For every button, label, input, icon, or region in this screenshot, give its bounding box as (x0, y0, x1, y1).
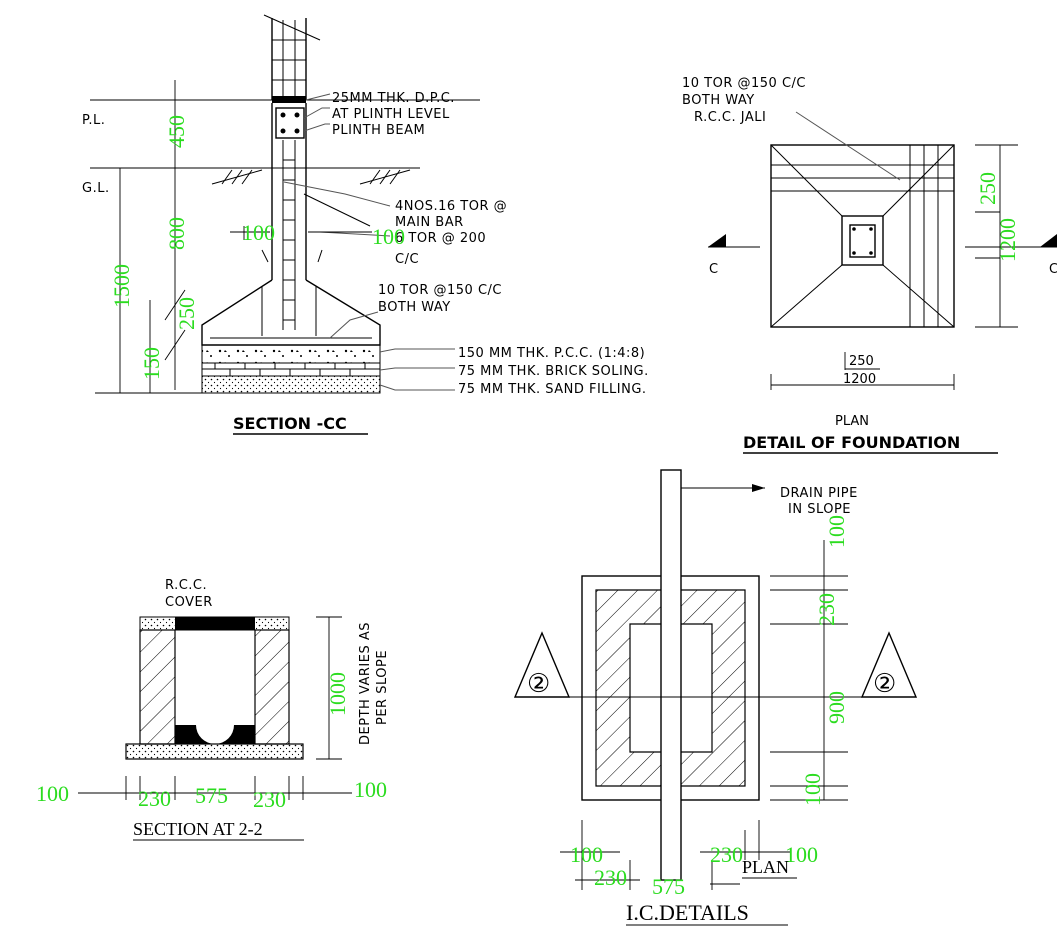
depth-label-1: DEPTH VARIES AS (358, 622, 373, 745)
foundation-plan: 10 TOR @150 C/C BOTH WAY R.C.C. JALI C C… (682, 76, 1057, 454)
dim-1200-vertical: 1200 (995, 218, 1020, 262)
section-cc: P.L. G.L. (82, 14, 649, 435)
main-bar-label-2: MAIN BAR (395, 215, 464, 230)
dim-450: 450 (164, 115, 189, 148)
dim-100-a: 100 (36, 781, 69, 806)
dim-230-a: 230 (138, 786, 171, 811)
gl-label: G.L. (82, 181, 110, 196)
jali-mesh-label-1: 10 TOR @150 C/C (682, 76, 806, 91)
plinth-beam-label: PLINTH BEAM (332, 123, 425, 138)
dim-230-top: 230 (814, 593, 839, 626)
ic-details: DRAIN PIPE IN SLOPE ② ② 100 230 900 100 … (513, 469, 918, 926)
dim-250-horizontal: 250 (849, 354, 874, 369)
footing (201, 249, 381, 394)
jali-label: R.C.C. JALI (694, 110, 766, 125)
section-mark-left: ② (527, 669, 550, 699)
dim-100-top: 100 (824, 515, 849, 548)
rcc-cover-label-1: R.C.C. (165, 578, 207, 593)
dim-900: 900 (824, 691, 849, 724)
cut-c-right: C (1049, 262, 1057, 277)
ic-plan-label: PLAN (742, 857, 789, 877)
dim-250: 250 (174, 297, 199, 330)
dim-1500: 1500 (109, 264, 134, 308)
foundation-title: DETAIL OF FOUNDATION (743, 433, 960, 452)
dim-1000: 1000 (325, 672, 350, 716)
brick-soling-label: 75 MM THK. BRICK SOLING. (458, 364, 649, 379)
ground-symbols (211, 169, 411, 185)
rcc-cover-label-2: COVER (165, 595, 213, 610)
dpc-label-2: AT PLINTH LEVEL (332, 107, 450, 122)
dim-575: 575 (652, 874, 685, 899)
section-cc-title: SECTION -CC (233, 414, 347, 433)
jali-mesh-label-2: BOTH WAY (682, 93, 755, 108)
dim-100-right: 100 (785, 842, 818, 867)
pcc-label: 150 MM THK. P.C.C. (1:4:8) (458, 346, 645, 361)
pl-label: P.L. (82, 113, 105, 128)
drain-pipe-label-1: DRAIN PIPE (780, 486, 858, 501)
dim-230-left: 230 (594, 865, 627, 890)
cut-c-left: C (709, 262, 718, 277)
dpc-label-1: 25MM THK. D.P.C. (332, 91, 455, 106)
tie-label-2: C/C (395, 252, 419, 267)
plan-label: PLAN (835, 414, 869, 429)
wall-column (263, 14, 321, 330)
section-2-2-title: SECTION AT 2-2 (133, 819, 263, 839)
sand-filling-label: 75 MM THK. SAND FILLING. (458, 382, 647, 397)
dim-150: 150 (139, 347, 164, 380)
depth-label-2: PER SLOPE (375, 650, 390, 725)
dim-100-right: 100 (372, 224, 405, 249)
section-2-2: R.C.C. COVER DEPTH VARIES AS PER SLOPE 1… (36, 578, 390, 841)
mesh-label-1: 10 TOR @150 C/C (378, 283, 502, 298)
dim-800: 800 (164, 217, 189, 250)
main-bar-label-1: 4NOS.16 TOR @ (395, 199, 507, 214)
dim-100-left: 100 (242, 220, 275, 245)
tie-label-1: 6 TOR @ 200 (395, 231, 486, 246)
dim-100-left: 100 (570, 842, 603, 867)
drain-pipe-label-2: IN SLOPE (788, 502, 851, 517)
section-cc-leaders (283, 93, 455, 391)
dim-100-bottom: 100 (800, 773, 825, 806)
ic-details-title: I.C.DETAILS (626, 900, 749, 925)
dim-230-right: 230 (710, 842, 743, 867)
section-cc-dimension-lines (119, 80, 372, 393)
dim-250-vertical: 250 (975, 172, 1000, 205)
dim-575: 575 (195, 783, 228, 808)
dim-100-b: 100 (354, 777, 387, 802)
mesh-label-2: BOTH WAY (378, 300, 451, 315)
dim-230-b: 230 (253, 787, 286, 812)
dim-1200-horizontal: 1200 (843, 372, 876, 387)
section-mark-right: ② (873, 669, 896, 699)
